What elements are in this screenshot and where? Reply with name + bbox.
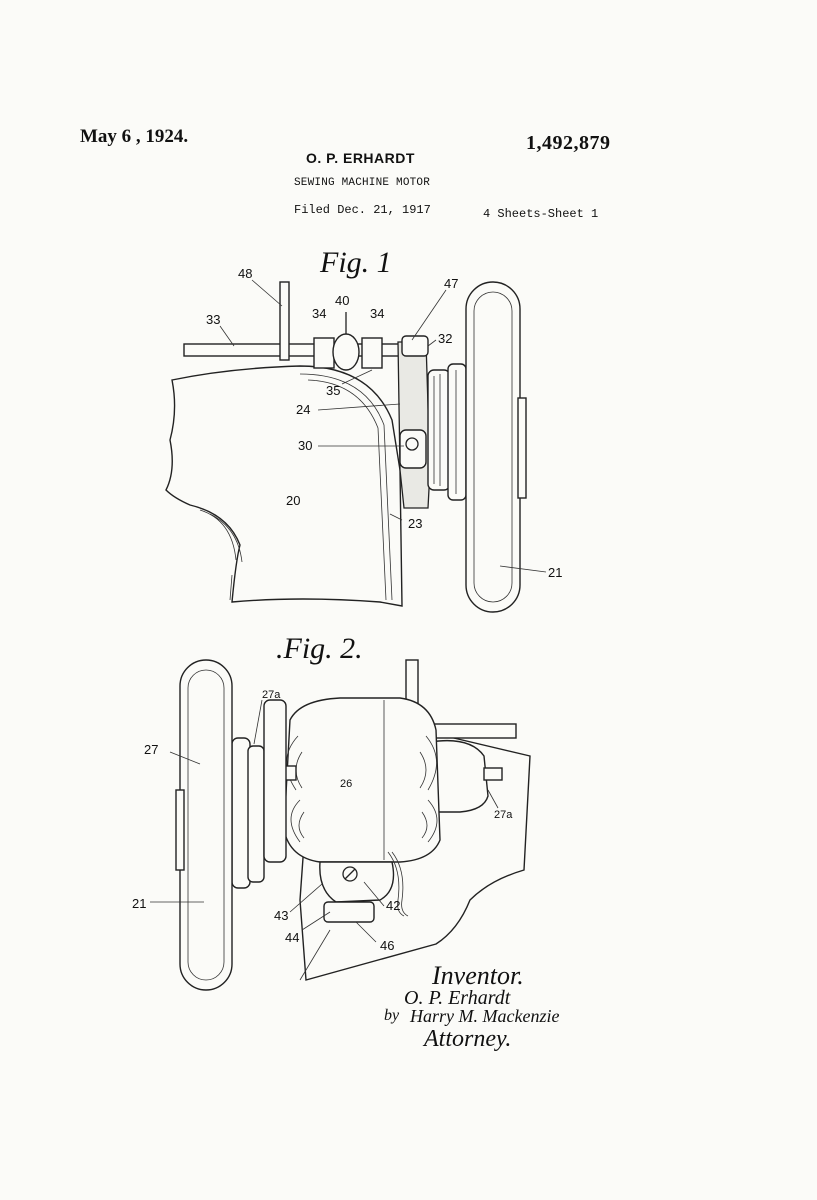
fig1-ref-21: 21: [548, 565, 562, 580]
inventor-signature: O. P. Erhardt: [404, 987, 511, 1009]
fig2-ref-21: 21: [132, 896, 146, 911]
fig2-ref-27a-right: 27a: [494, 809, 513, 821]
fig2-ref-27a-top: 27a: [262, 689, 281, 701]
sheet-count: 4 Sheets-Sheet 1: [483, 207, 599, 221]
attorney-signature: Harry M. Mackenzie: [409, 1006, 559, 1026]
patent-date: May 6 , 1924.: [80, 126, 189, 147]
fig2-ref-46: 46: [380, 938, 394, 953]
fig2-bracket-right: [429, 739, 489, 813]
figure-1: Fig. 1: [165, 246, 562, 613]
patent-title: SEWING MACHINE MOTOR: [294, 177, 431, 189]
signature-block: Inventor. O. P. Erhardt by Harry M. Mack…: [384, 961, 559, 1052]
fig1-ref-35: 35: [326, 383, 340, 398]
fig2-label: .Fig. 2.: [276, 632, 363, 665]
fig1-ref-34a: 34: [312, 306, 326, 321]
fig1-part-32: [401, 335, 429, 357]
fig2-motor-26: [283, 697, 441, 863]
fig1-arm-shading: [199, 373, 393, 601]
fig1-clamp-34a: [313, 337, 335, 369]
fig1-ref-23: 23: [408, 516, 422, 531]
fig1-ref-33: 33: [206, 312, 220, 327]
fig1-ref-48: 48: [238, 266, 252, 281]
fig2-ref-26: 26: [340, 778, 352, 790]
fig2-part-46: [323, 901, 375, 923]
fig1-label: Fig. 1: [319, 246, 392, 279]
by-label: by: [384, 1007, 400, 1024]
fig1-ref-40: 40: [335, 293, 349, 308]
fig1-collar-30: [399, 429, 427, 469]
fig1-bracket-24: [397, 341, 431, 509]
fig1-machine-arm: [165, 365, 403, 607]
fig1-clamp-34b: [361, 337, 383, 369]
filing-date: Filed Dec. 21, 1917: [294, 203, 431, 217]
fig1-rod-48: [279, 281, 290, 361]
fig2-ref-43: 43: [274, 908, 288, 923]
inventor-name: O. P. ERHARDT: [306, 150, 415, 166]
inventor-label: Inventor.: [431, 961, 524, 990]
attorney-label: Attorney.: [422, 1026, 511, 1052]
patent-number: 1,492,879: [526, 132, 611, 154]
fig1-ref-32: 32: [438, 331, 452, 346]
fig1-pulley: [427, 369, 451, 491]
fig1-ref-34b: 34: [370, 306, 384, 321]
fig2-ref-42: 42: [386, 898, 400, 913]
fig2-ref-44: 44: [285, 930, 299, 945]
fig1-knob-40: [332, 333, 360, 371]
fig2-motor-base: [319, 861, 395, 903]
fig1-ref-20: 20: [286, 493, 300, 508]
fig1-ref-24: 24: [296, 402, 310, 417]
fig2-ref-27: 27: [144, 742, 158, 757]
figure-2: .Fig. 2.: [132, 632, 531, 991]
fig1-ref-30: 30: [298, 438, 312, 453]
fig1-ref-47: 47: [444, 276, 458, 291]
